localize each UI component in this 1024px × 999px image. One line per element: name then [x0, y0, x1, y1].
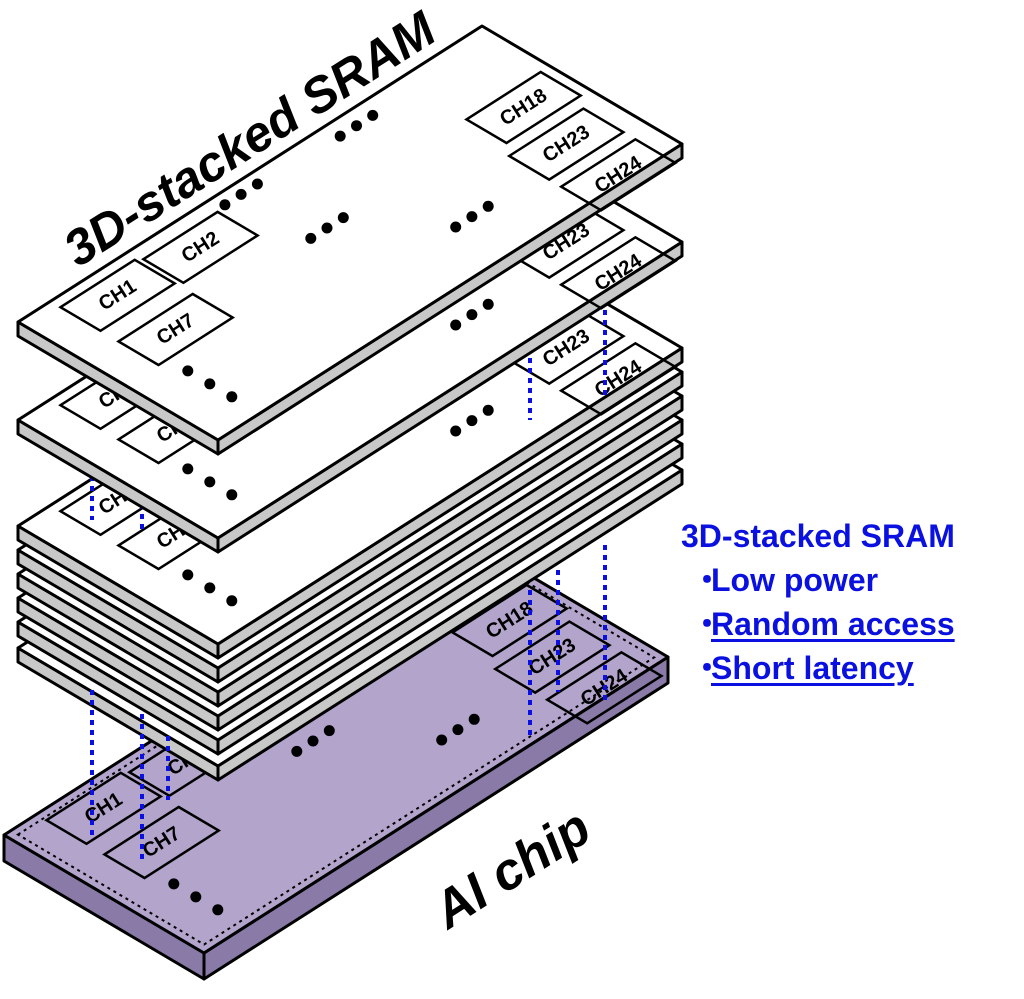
ellipsis-icon: [334, 109, 379, 142]
ellipsis-dot: [226, 391, 238, 403]
ellipsis-dot: [323, 725, 335, 737]
ellipsis-icon: [450, 404, 494, 437]
ellipsis-dot: [482, 404, 494, 416]
channel-box: [141, 210, 260, 285]
ellipsis-icon: [182, 365, 238, 403]
channel-box: [492, 620, 612, 695]
feature-legend: 3D-stacked SRAM ・Low power ・Random acces…: [681, 514, 955, 690]
legend-item-label: Random access: [711, 606, 955, 642]
ellipsis-dot: [468, 713, 480, 725]
channel-ch1: CH1: [58, 258, 178, 333]
channel-box: [102, 805, 222, 880]
ellipsis-dot: [450, 319, 462, 331]
channel-box: [506, 107, 626, 182]
channel-ch1: CH1: [44, 771, 164, 846]
ellipsis-dot: [307, 735, 319, 747]
ellipsis-dot: [337, 212, 349, 224]
ellipsis-icon: [219, 178, 263, 211]
channel-box: [464, 70, 584, 145]
chip-dashed-border: [15, 546, 657, 946]
channel-box: [558, 137, 678, 212]
ellipsis-dot: [452, 724, 464, 736]
ellipsis-dot: [226, 489, 238, 501]
bullet-icon: ・: [691, 650, 724, 686]
ellipsis-dot: [204, 476, 216, 488]
legend-item-label: Short latency: [711, 650, 914, 686]
ellipsis-dot: [219, 199, 231, 211]
ellipsis-dot: [251, 178, 263, 190]
ellipsis-dot: [482, 298, 494, 310]
channel-box: [44, 771, 164, 846]
channel-ch2: CH2: [141, 210, 260, 285]
legend-item-low-power: ・Low power: [681, 558, 955, 602]
ellipsis-dot: [466, 211, 478, 223]
ellipsis-dot: [226, 595, 238, 607]
ellipsis-dot: [190, 891, 202, 903]
plate-top: [16, 24, 684, 442]
ellipsis-dot: [204, 378, 216, 390]
ellipsis-dot: [351, 120, 362, 132]
ellipsis-icon: [168, 878, 224, 916]
ellipsis-icon: [436, 713, 480, 746]
ellipsis-dot: [168, 878, 180, 890]
ellipsis-dot: [235, 188, 247, 200]
ellipsis-dot: [450, 221, 462, 233]
ellipsis-dot: [450, 425, 462, 437]
ellipsis-dot: [291, 745, 303, 757]
channel-box: [544, 650, 664, 725]
bullet-icon: ・: [691, 606, 724, 642]
ellipsis-dot: [367, 109, 379, 121]
legend-title: 3D-stacked SRAM: [681, 518, 955, 554]
ellipsis-dot: [204, 582, 216, 594]
ellipsis-icon: [182, 569, 238, 607]
ellipsis-dot: [212, 904, 224, 916]
ellipsis-dot: [334, 130, 346, 142]
ellipsis-icon: [305, 212, 349, 244]
ellipsis-dot: [182, 365, 194, 377]
ellipsis-icon: [182, 463, 238, 501]
legend-item-label: Low power: [711, 562, 879, 598]
channel-box: [58, 258, 178, 333]
channel-box: [116, 292, 236, 367]
ellipsis-dot: [466, 309, 478, 321]
ellipsis-dot: [321, 222, 333, 234]
ellipsis-icon: [450, 298, 494, 331]
ellipsis-dot: [182, 463, 194, 475]
ellipsis-dot: [466, 415, 478, 427]
ellipsis-dot: [482, 200, 494, 212]
channel-box: [450, 583, 570, 658]
ellipsis-dot: [182, 569, 194, 581]
ellipsis-icon: [450, 200, 494, 233]
bullet-icon: ・: [691, 562, 724, 598]
ellipsis-dot: [305, 232, 317, 244]
legend-item-short-latency: ・Short latency: [681, 646, 955, 690]
ellipsis-icon: [291, 725, 335, 757]
channel-ch7: CH7: [102, 805, 222, 880]
sram-layer-top: [16, 24, 684, 456]
legend-item-random-access: ・Random access: [681, 602, 955, 646]
channel-box: [558, 341, 678, 416]
ellipsis-dot: [436, 734, 448, 746]
channel-ch7: CH7: [116, 292, 236, 367]
channel-box: [558, 235, 678, 310]
